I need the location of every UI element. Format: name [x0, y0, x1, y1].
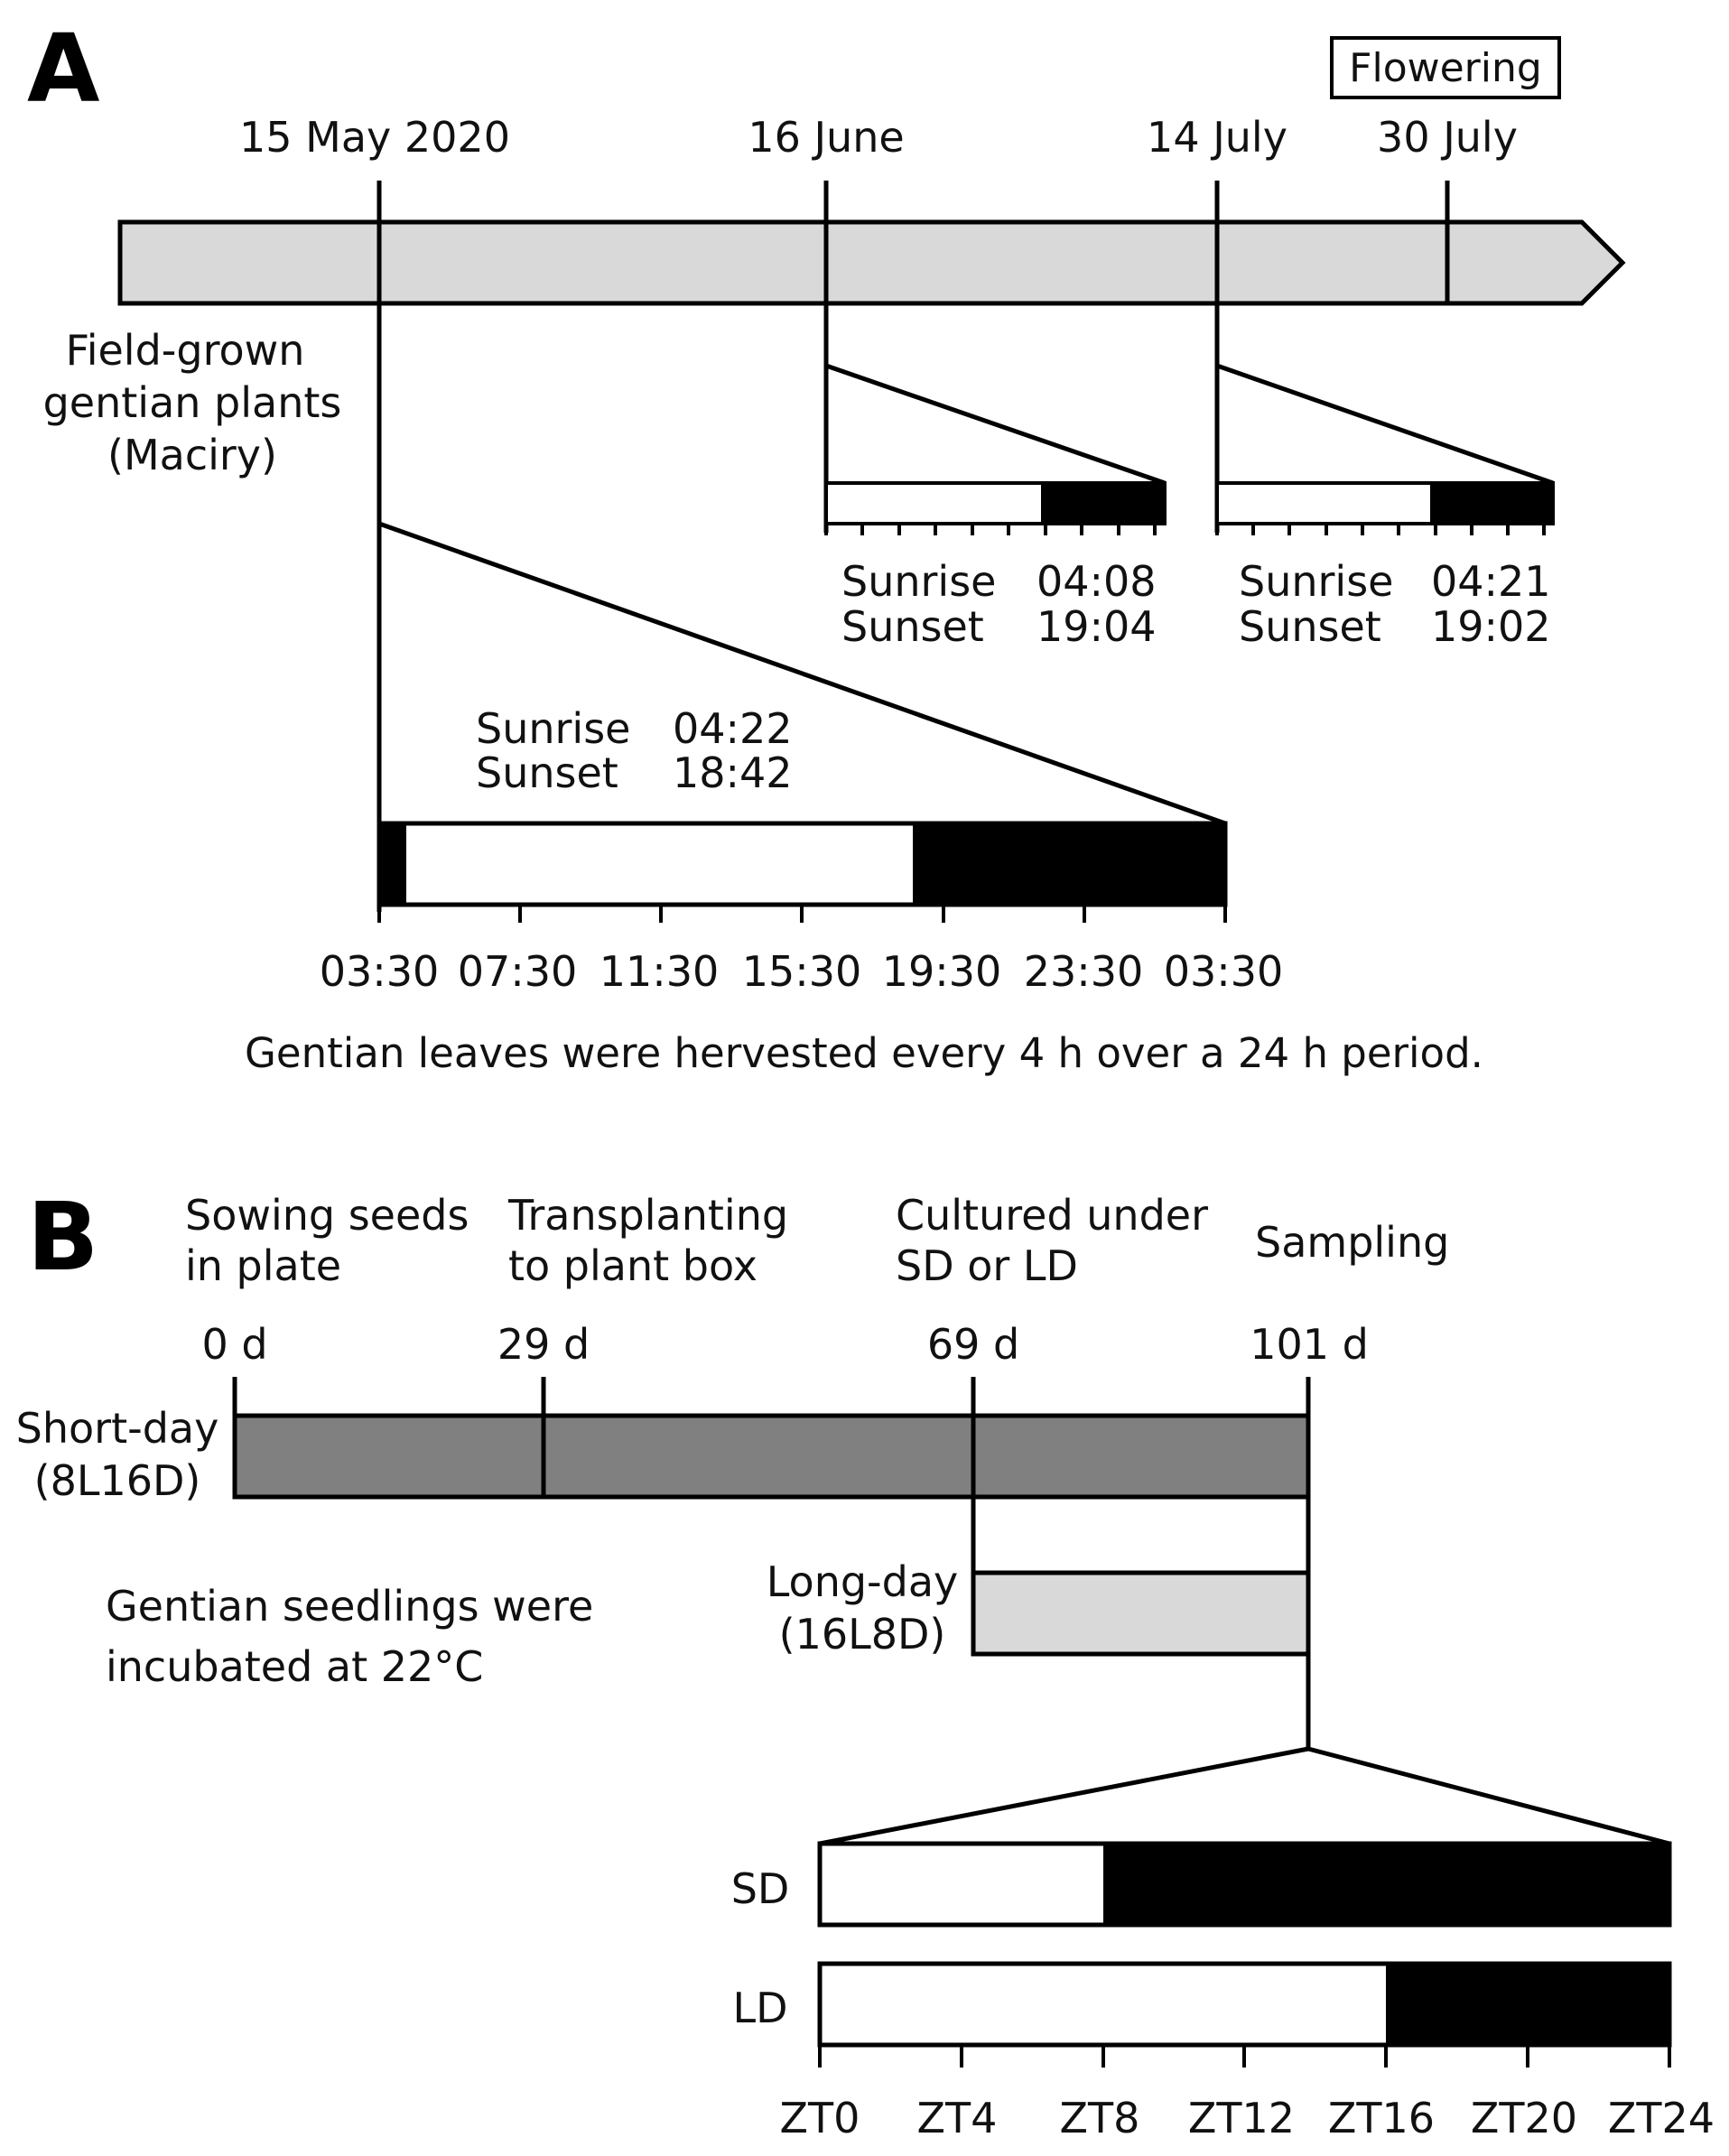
june-light-period — [824, 481, 1045, 525]
time-tick-label-5: 23:30 — [1024, 947, 1144, 996]
july-sunrise-time: 04:21 — [1431, 557, 1551, 606]
zt-label-0: ZT0 — [780, 2094, 860, 2142]
may-time-ticks — [377, 905, 1227, 923]
short-day-bar — [232, 1413, 1311, 1500]
incubation-note-line1: Gentian seedlings were — [106, 1582, 593, 1631]
date-14-july: 14 July — [1147, 113, 1287, 162]
june-zoom-line — [825, 363, 1166, 486]
flowering-box — [1330, 36, 1561, 99]
plant-label-line1: Field-grown — [66, 326, 305, 375]
day-69-label: 69 d — [927, 1320, 1019, 1369]
ld-row-label: LD — [732, 1984, 787, 2032]
stage-transplant-line1: Transplanting — [507, 1191, 788, 1240]
day-29-label: 29 d — [497, 1320, 590, 1369]
zt-label-16: ZT16 — [1328, 2094, 1435, 2142]
incubation-note-line2: incubated at 22°C — [106, 1642, 483, 1691]
june-dark-period — [1041, 481, 1167, 525]
sd-row-label: SD — [731, 1864, 790, 1913]
may-dark-after-sunset — [913, 823, 1225, 905]
zt-label-12: ZT12 — [1188, 2094, 1295, 2142]
long-day-bar — [971, 1570, 1311, 1657]
time-tick-label-2: 11:30 — [600, 947, 720, 996]
time-tick-label-1: 07:30 — [458, 947, 578, 996]
july-sunset-time: 19:02 — [1431, 602, 1551, 651]
long-day-label: Long-day — [767, 1557, 959, 1606]
panel-b-label: B — [27, 1182, 98, 1292]
time-tick-label-6: 03:30 — [1164, 947, 1284, 996]
may-dark-before-sunrise — [379, 823, 406, 905]
july-ticks — [1215, 524, 1546, 535]
zt-label-4: ZT4 — [917, 2094, 998, 2142]
flowering-label: Flowering — [1349, 45, 1542, 91]
zt-label-8: ZT8 — [1060, 2094, 1140, 2142]
zt-label-20: ZT20 — [1471, 2094, 1577, 2142]
long-day-ratio: (16L8D) — [779, 1610, 946, 1659]
july-sunset-label: Sunset — [1239, 602, 1381, 651]
date-30-july: 30 July — [1377, 113, 1518, 162]
stage-sampling-label: Sampling — [1255, 1218, 1449, 1267]
may-zoom-line — [378, 521, 1226, 826]
zoom-line-left — [819, 1746, 1309, 1846]
time-tick-label-4: 19:30 — [882, 947, 1002, 996]
stage-sowing-line1: Sowing seeds — [185, 1191, 469, 1240]
ld-dark-period — [1386, 1964, 1669, 2045]
stage-transplant-line2: to plant box — [508, 1241, 758, 1290]
time-tick-label-0: 03:30 — [320, 947, 440, 996]
season-timeline-arrow — [117, 219, 1626, 306]
june-sunrise-time: 04:08 — [1036, 557, 1157, 606]
june-sunset-time: 19:04 — [1036, 602, 1157, 651]
day-101-label: 101 d — [1250, 1320, 1369, 1369]
zt-ticks — [818, 2045, 1671, 2068]
june-sunrise-label: Sunrise — [841, 557, 996, 606]
stage-sowing-line2: in plate — [185, 1241, 341, 1290]
day-0-label: 0 d — [201, 1320, 267, 1369]
stage-cultured-line1: Cultured under — [896, 1191, 1208, 1240]
time-tick-label-3: 15:30 — [742, 947, 862, 996]
short-day-ratio: (8L16D) — [34, 1456, 201, 1505]
june-sunset-label: Sunset — [841, 602, 984, 651]
may-sunrise-time: 04:22 — [673, 704, 793, 753]
july-sunrise-label: Sunrise — [1239, 557, 1393, 606]
short-day-label: Short-day — [16, 1404, 219, 1453]
may-sunset-label: Sunset — [476, 748, 618, 797]
panel-a-caption: Gentian leaves were hervested every 4 h … — [245, 1029, 1483, 1077]
zoom-line-right — [1307, 1746, 1670, 1846]
plant-label-line3: (Maciry) — [107, 431, 277, 479]
may-sunrise-label: Sunrise — [476, 704, 630, 753]
june-ticks — [824, 524, 1157, 535]
july-zoom-line — [1216, 363, 1554, 486]
zt-label-24: ZT24 — [1608, 2094, 1715, 2142]
panel-a-label: A — [27, 14, 100, 124]
may-sunset-time: 18:42 — [673, 748, 793, 797]
date-15-may: 15 May 2020 — [239, 113, 510, 162]
plant-label-line2: gentian plants — [43, 378, 342, 427]
date-16-june: 16 June — [748, 113, 904, 162]
stage-cultured-line2: SD or LD — [896, 1241, 1078, 1290]
sd-dark-period — [1103, 1844, 1669, 1925]
july-light-period — [1215, 481, 1434, 525]
july-dark-period — [1430, 481, 1555, 525]
